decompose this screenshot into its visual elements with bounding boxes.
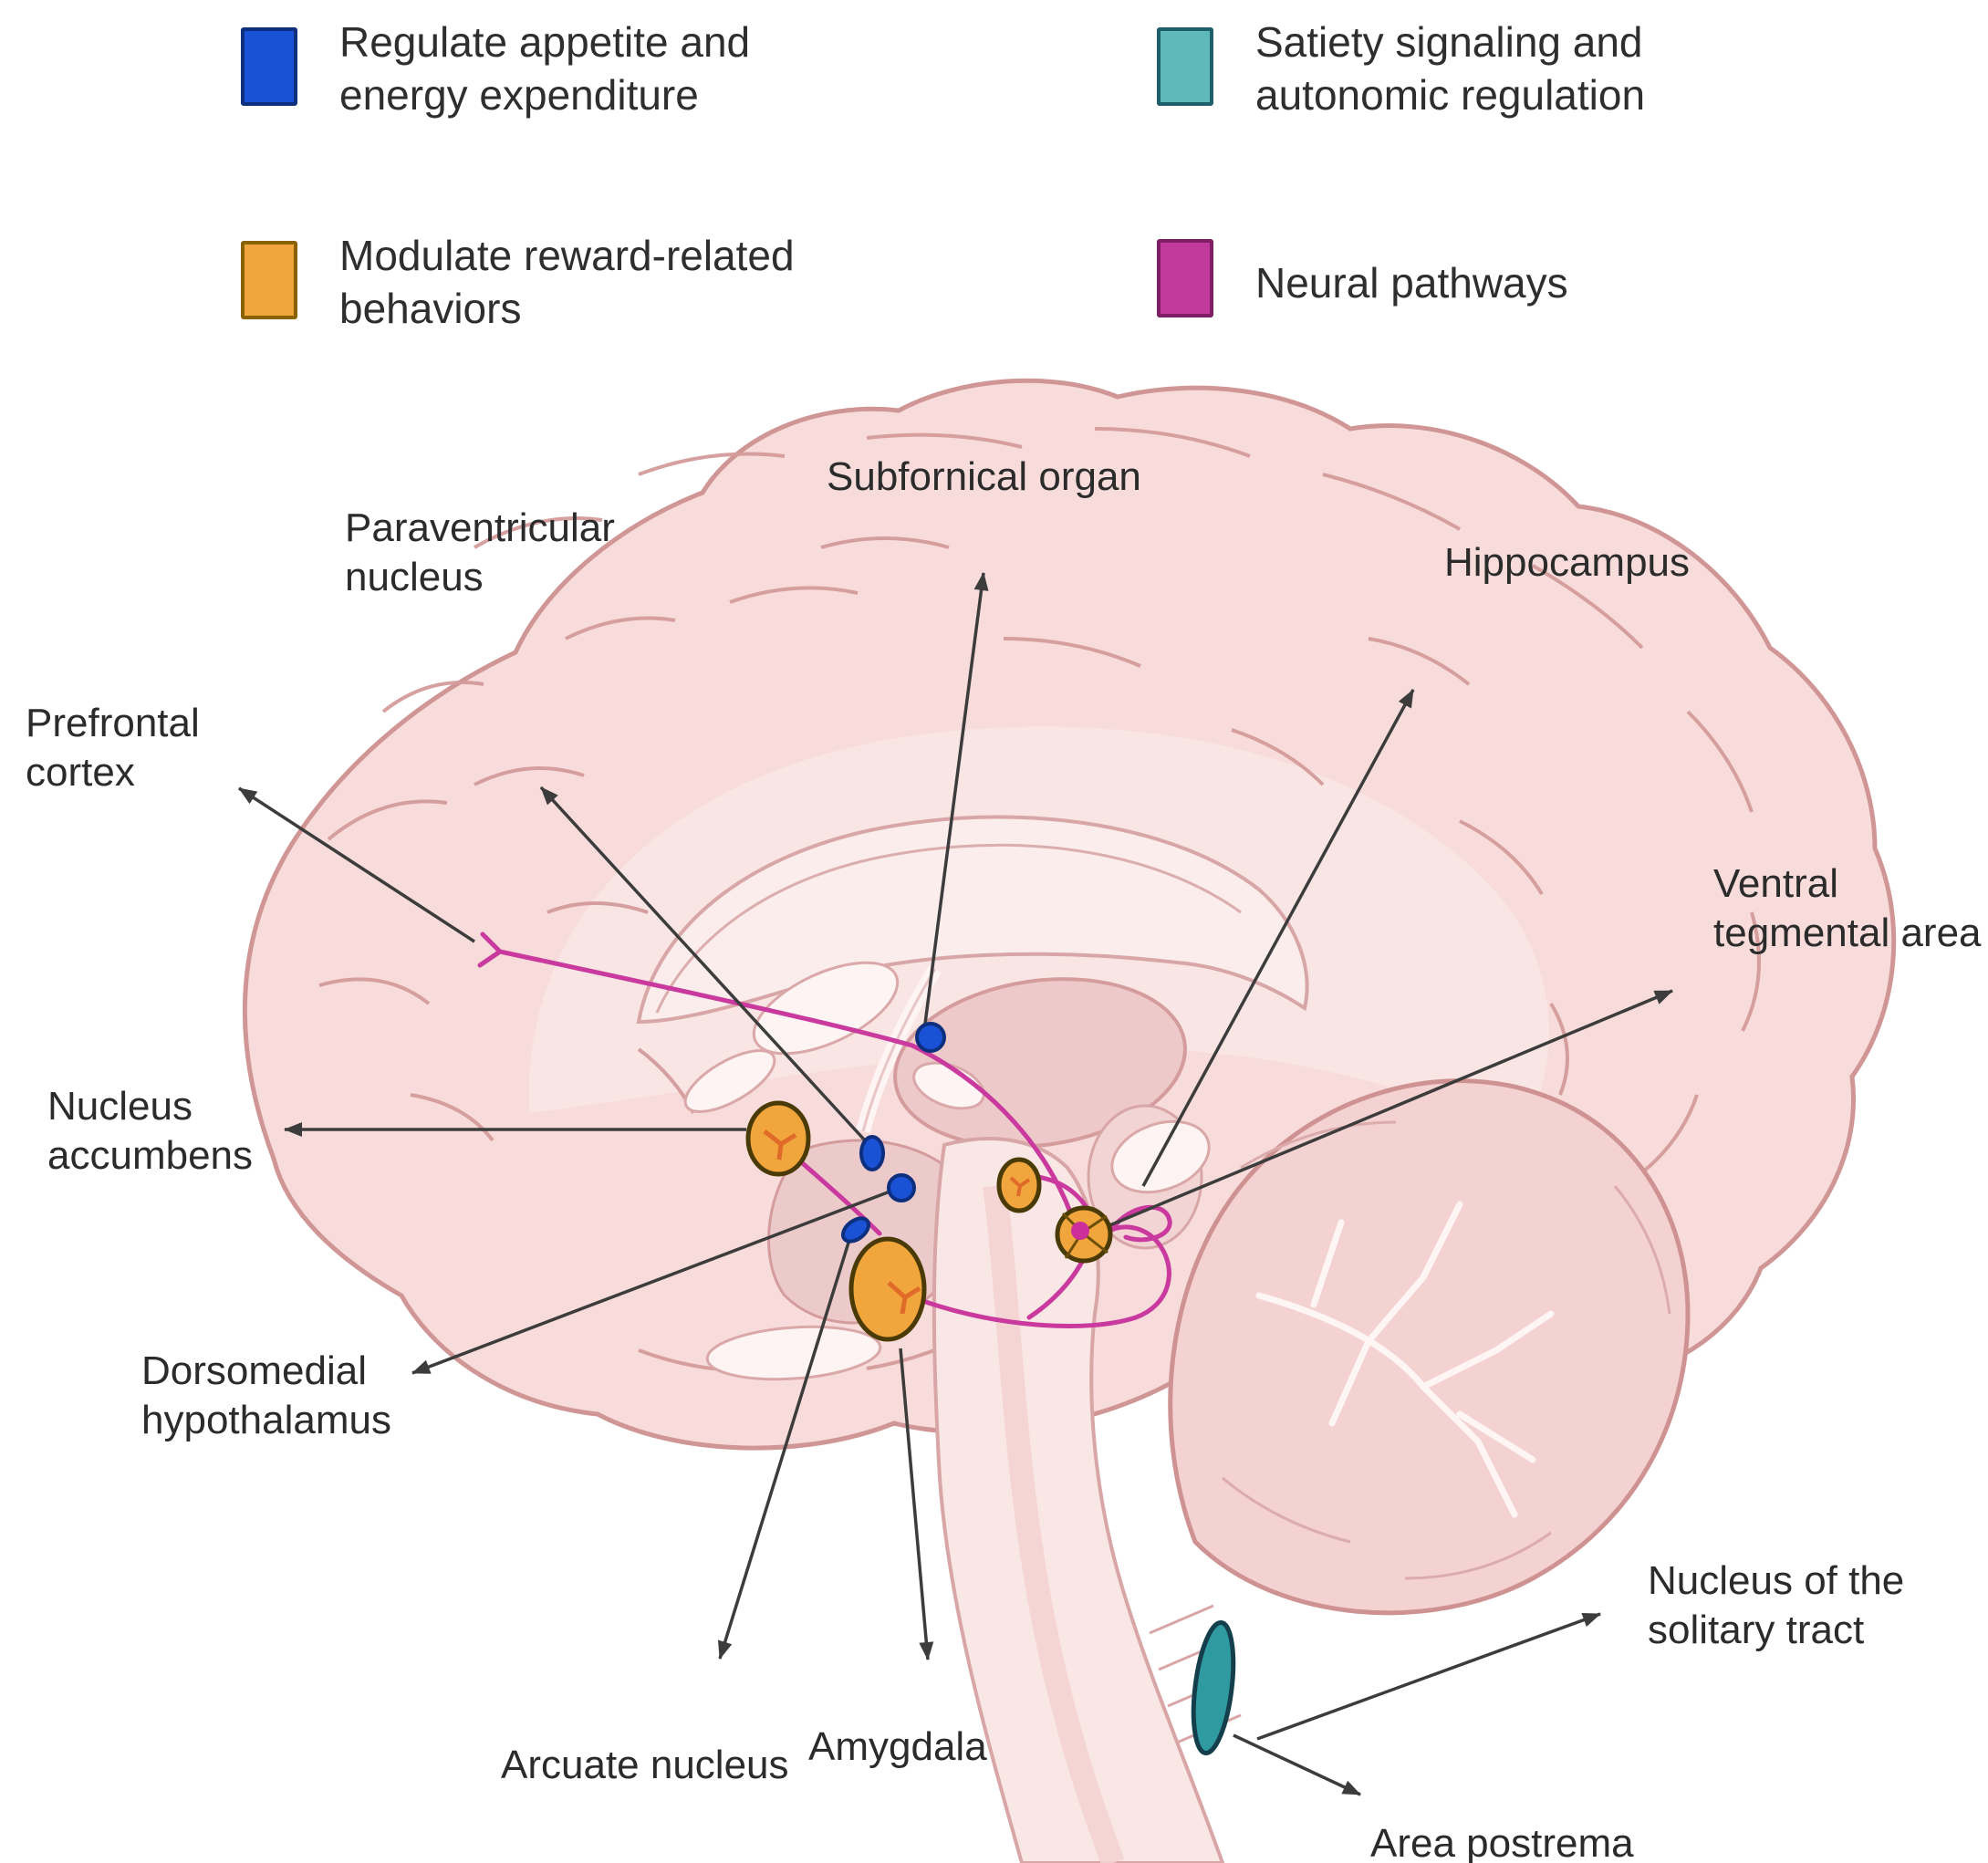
label-arrows — [238, 572, 1673, 1796]
label-subfornical-organ: Subfornical organ — [827, 454, 1141, 499]
legend-label-reward: Modulate reward-related behaviors — [339, 232, 795, 332]
label-nucleus-accumbens: Nucleus accumbens — [47, 1084, 254, 1178]
arrow-area-postrema — [1233, 1733, 1361, 1796]
vta-core-dot — [1071, 1222, 1089, 1240]
pathway-vta-stub — [1026, 1259, 1085, 1320]
legend-label-appetite: Regulate appetite and energy expenditure — [339, 18, 751, 119]
ventricles — [683, 961, 1211, 1381]
pathway-dmh-link — [1036, 1174, 1088, 1209]
legend-label-pathways: Neural pathways — [1255, 259, 1568, 307]
legend-swatch-pathways — [1157, 239, 1213, 317]
arrow-solitary-tract — [1256, 1612, 1601, 1741]
arcuate-nucleus-marker — [840, 1216, 871, 1244]
arrow-arcuate — [717, 1242, 850, 1660]
arrow-prefrontal-cortex — [238, 786, 475, 943]
dorsomedial-hypothalamus-marker — [887, 1173, 916, 1202]
label-area-postrema: Area postrema — [1370, 1821, 1634, 1863]
cerebellum — [1168, 1078, 1691, 1616]
pathway-prefrontal-to-vta — [497, 949, 1074, 1217]
nuclei-markers — [745, 1022, 1236, 1756]
label-hippocampus: Hippocampus — [1444, 540, 1691, 585]
cortex-gyri — [318, 427, 1761, 1373]
pathway-vta-right-loop — [1108, 1204, 1172, 1243]
subfornical-organ-marker — [915, 1022, 946, 1053]
arrow-paraventricular — [539, 786, 867, 1142]
legend-swatch-reward — [241, 241, 297, 319]
area-postrema-marker — [1191, 1619, 1236, 1756]
arrow-amygdala — [899, 1348, 934, 1660]
pathway-nac-to-amygdala — [795, 1156, 882, 1236]
cerebellum-folds — [1222, 1120, 1671, 1580]
pathway-branch-tip — [477, 932, 503, 968]
arrow-vta — [1107, 989, 1673, 1228]
arrow-dorsomedial — [411, 1189, 893, 1375]
paraventricular-nucleus-marker — [859, 1135, 885, 1171]
legend-label-satiety: Satiety signaling and autonomic regulati… — [1255, 18, 1646, 119]
amygdala-y-mark — [887, 1281, 921, 1315]
label-nucleus-of-the-solitary-tract: Nucleus of the solitary tract — [1648, 1558, 1905, 1652]
nac-y-mark — [763, 1129, 797, 1160]
amygdala-marker — [848, 1236, 927, 1342]
label-paraventricular-nucleus: Paraventricular nucleus — [345, 505, 615, 599]
legend-swatch-appetite — [241, 27, 297, 106]
label-arcuate-nucleus: Arcuate nucleus — [501, 1743, 789, 1787]
label-prefrontal-cortex: Prefrontal cortex — [26, 701, 200, 795]
arrow-hippocampus — [1141, 689, 1415, 1187]
label-amygdala: Amygdala — [808, 1724, 987, 1769]
label-ventral-tegmental-area: Ventral tegmental area — [1713, 861, 1982, 955]
arbor-vitae — [1255, 1201, 1555, 1518]
nucleus-accumbens-marker — [745, 1100, 811, 1177]
legend-swatch-satiety — [1157, 27, 1213, 106]
hippocampus-y-mark — [1009, 1176, 1031, 1197]
label-dorsomedial-hypothalamus: Dorsomedial hypothalamus — [141, 1348, 391, 1442]
arrow-subfornical — [923, 572, 989, 1025]
neural-pathways — [477, 932, 1172, 1328]
pathway-amygdala-to-vta-loop — [915, 1224, 1171, 1328]
